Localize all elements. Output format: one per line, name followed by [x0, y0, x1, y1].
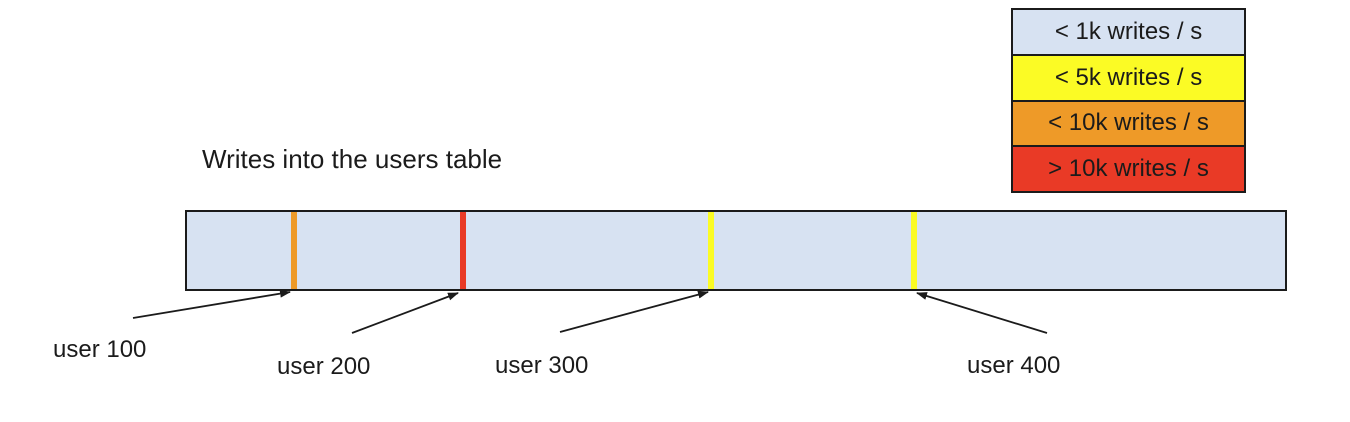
write-stripe-user-100	[291, 212, 297, 289]
user-200-label: user 200	[277, 353, 371, 380]
write-stripe-user-200	[460, 212, 466, 289]
legend-label: < 5k writes / s	[1054, 63, 1203, 91]
arrow-user-200	[351, 292, 459, 334]
user-100-label: user 100	[53, 336, 147, 363]
users-table-bar	[185, 210, 1287, 291]
user-300-label: user 300	[495, 352, 589, 379]
write-stripe-user-400	[911, 212, 917, 289]
legend-row-lt-1k: < 1k writes / s	[1013, 10, 1244, 54]
legend-label: < 1k writes / s	[1054, 17, 1203, 45]
user-400-label: user 400	[967, 352, 1061, 379]
legend-row-lt-5k: < 5k writes / s	[1013, 53, 1244, 100]
arrow-user-400	[916, 292, 1048, 334]
legend: < 1k writes / s < 5k writes / s < 10k wr…	[1011, 8, 1246, 193]
legend-label: < 10k writes / s	[1048, 109, 1209, 137]
diagram-title: Writes into the users table	[202, 144, 503, 174]
arrow-user-100	[132, 289, 291, 319]
legend-label: > 10k writes / s	[1048, 155, 1209, 183]
legend-row-gt-10k: > 10k writes / s	[1013, 145, 1244, 191]
write-stripe-user-300	[708, 212, 714, 289]
legend-row-lt-10k: < 10k writes / s	[1013, 99, 1244, 146]
arrow-user-300	[559, 290, 709, 333]
